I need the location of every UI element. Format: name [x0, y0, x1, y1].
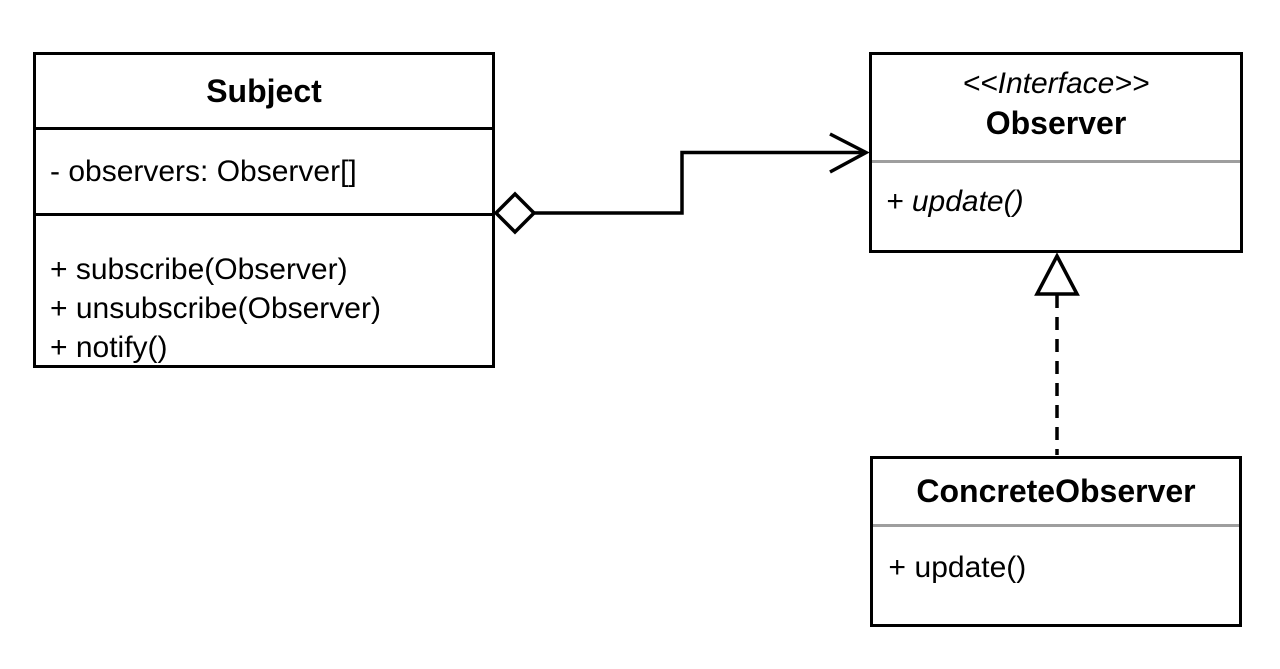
method-item: + unsubscribe(Observer) — [50, 292, 381, 325]
method-item: update() — [914, 550, 1027, 584]
class-box-concrete-observer: ConcreteObserver + update() — [870, 456, 1242, 627]
realization-triangle-icon — [1034, 252, 1080, 296]
methods-compartment: + subscribe(Observer) + unsubscribe(Obse… — [36, 216, 492, 367]
attribute-item: - observers: Observer[] — [50, 154, 357, 188]
attributes-compartment: - observers: Observer[] — [36, 130, 492, 216]
aggregation-link-line — [534, 150, 864, 215]
interface-stereotype: <<Interface>> — [962, 66, 1150, 100]
open-arrowhead-icon — [829, 132, 870, 174]
class-title-bar: Subject — [36, 55, 492, 130]
method-item: + notify() — [50, 331, 168, 364]
methods-compartment: + update() — [872, 163, 1240, 250]
interface-title-bar: <<Interface>> Observer — [872, 55, 1240, 163]
class-title-bar: ConcreteObserver — [873, 459, 1239, 527]
interface-box-observer: <<Interface>> Observer + update() — [869, 52, 1243, 253]
methods-compartment: + update() — [873, 527, 1239, 624]
class-name: Subject — [206, 72, 322, 109]
class-name: ConcreteObserver — [916, 473, 1196, 509]
method-item: + subscribe(Observer) — [50, 253, 348, 286]
aggregation-diamond-icon — [493, 191, 537, 235]
interface-name: Observer — [985, 104, 1127, 141]
method-item: + update() — [886, 184, 1024, 218]
class-box-subject: Subject - observers: Observer[] + subscr… — [33, 52, 495, 368]
method-visibility: + — [888, 550, 906, 584]
